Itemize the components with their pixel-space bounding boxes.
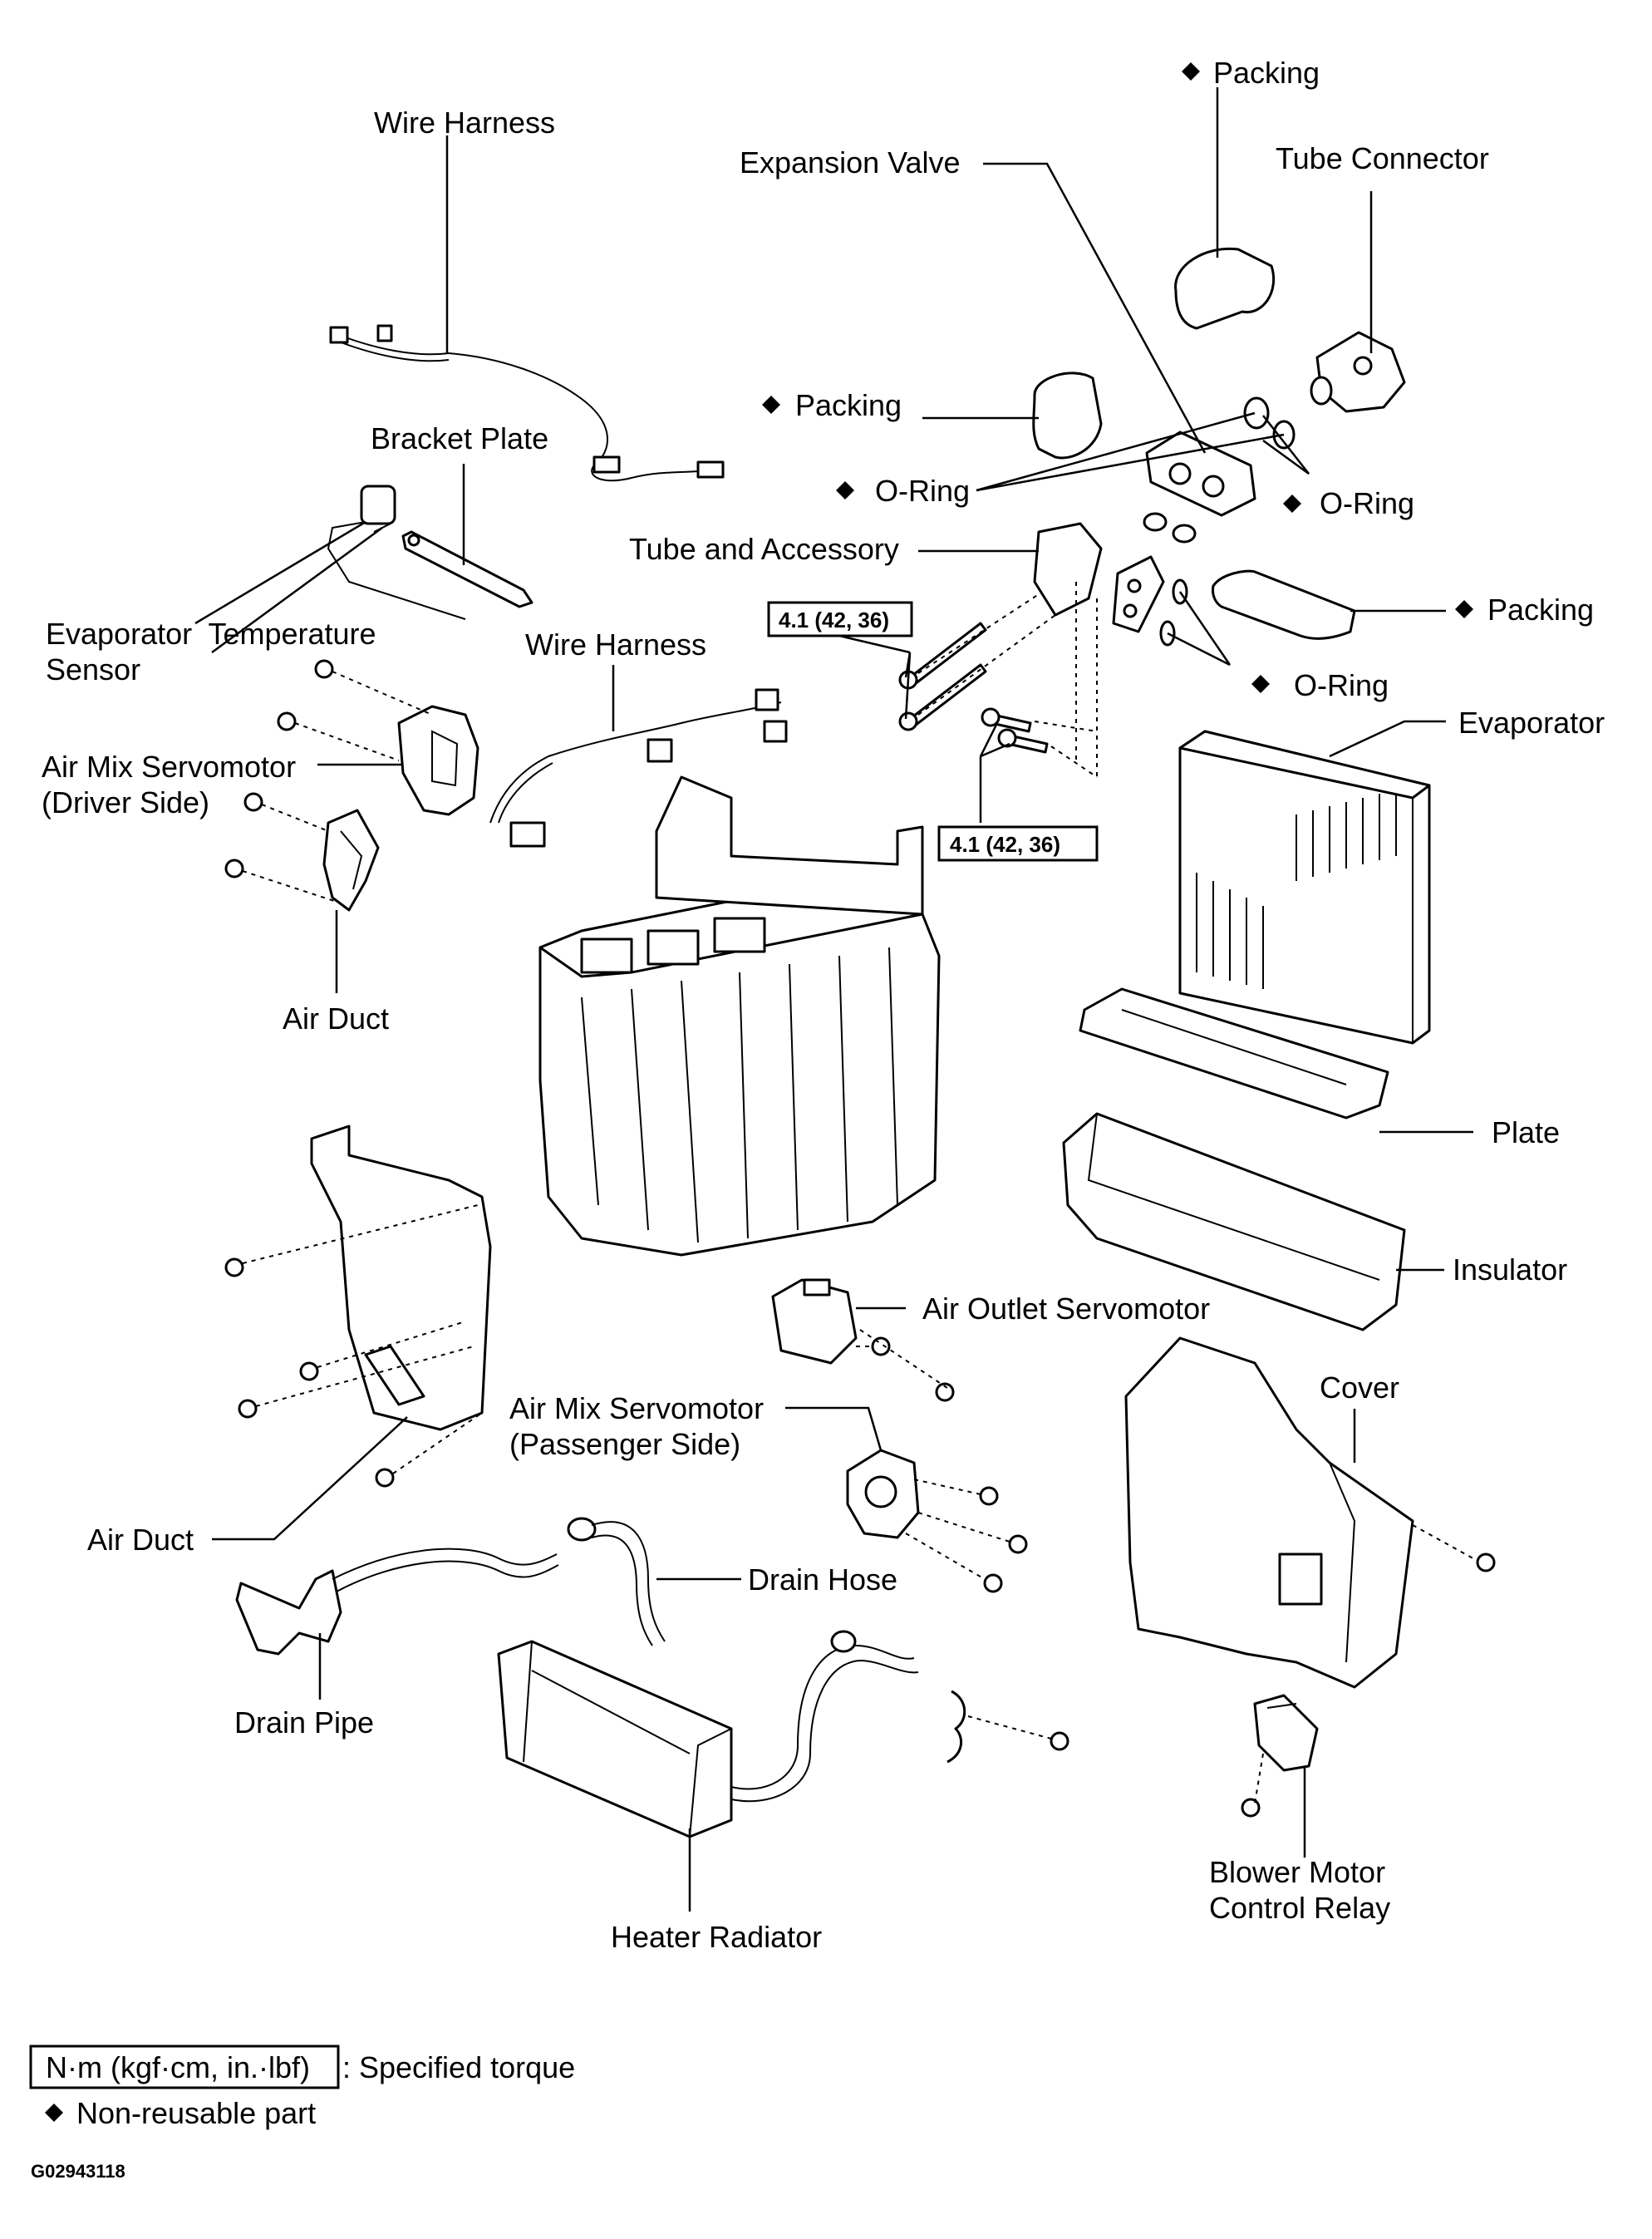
label-air-outlet-servomotor: Air Outlet Servomotor bbox=[922, 1292, 1210, 1326]
torque-box-upper bbox=[767, 601, 913, 637]
label-cover: Cover bbox=[1320, 1370, 1399, 1405]
evaporator-part bbox=[1178, 730, 1431, 1045]
air-mix-servomotor-passenger-part bbox=[846, 1449, 920, 1539]
label-plate: Plate bbox=[1492, 1115, 1560, 1149]
label-evaporator-temp-sensor-line2: Sensor bbox=[46, 652, 140, 686]
packing-right-part bbox=[1212, 569, 1356, 640]
legend: N·m (kgf·cm, in.·lbf) : Specified torque… bbox=[29, 2045, 575, 2130]
label-packing-right: Packing bbox=[1487, 593, 1594, 627]
clip-part bbox=[946, 1690, 966, 1764]
label-tube-and-accessory: Tube and Accessory bbox=[629, 532, 899, 566]
label-expansion-valve: Expansion Valve bbox=[740, 145, 961, 180]
air-duct-lower-part bbox=[310, 1124, 492, 1431]
heater-radiator-part bbox=[497, 1630, 919, 1838]
drain-hose-part bbox=[567, 1517, 666, 1646]
label-o-ring-right: O-Ring bbox=[1320, 486, 1414, 520]
air-mix-servomotor-driver-part bbox=[397, 705, 479, 816]
cover-part bbox=[1124, 1336, 1414, 1689]
legend-torque-unit: N·m (kgf·cm, in.·lbf) bbox=[46, 2050, 310, 2084]
packing-mid-part bbox=[1032, 372, 1103, 460]
label-blower-motor-control-relay-line2: Control Relay bbox=[1209, 1891, 1390, 1925]
torque-value-lower: 4.1 (42, 36) bbox=[950, 832, 1060, 857]
label-tube-connector: Tube Connector bbox=[1276, 141, 1489, 175]
label-air-mix-servomotor-driver-line1: Air Mix Servomotor bbox=[42, 750, 296, 784]
plate-part bbox=[1079, 987, 1389, 1120]
label-heater-radiator: Heater Radiator bbox=[611, 1920, 822, 1954]
legend-non-reusable-desc: Non-reusable part bbox=[76, 2096, 316, 2130]
air-duct-upper-part bbox=[322, 809, 380, 912]
wire-harness-mid-part bbox=[489, 688, 788, 848]
diamond-icon bbox=[45, 2104, 63, 2122]
tube-connector-part bbox=[1310, 331, 1406, 413]
blower-motor-control-relay-part bbox=[1253, 1694, 1319, 1772]
legend-torque-desc: : Specified torque bbox=[342, 2050, 575, 2084]
label-packing-mid: Packing bbox=[795, 388, 902, 422]
packing-top-part bbox=[1174, 247, 1276, 330]
diamond-icon bbox=[836, 481, 854, 499]
torque-box-lower bbox=[937, 825, 1099, 862]
heater-unit-case-part bbox=[538, 775, 941, 1257]
label-packing-top: Packing bbox=[1213, 56, 1320, 90]
label-drain-hose: Drain Hose bbox=[748, 1562, 897, 1597]
torque-value-upper: 4.1 (42, 36) bbox=[779, 608, 889, 632]
label-blower-motor-control-relay-line1: Blower Motor bbox=[1209, 1855, 1385, 1889]
label-bracket-plate: Bracket Plate bbox=[371, 421, 548, 455]
insulator-part bbox=[1062, 1112, 1406, 1331]
diamond-icon bbox=[1251, 675, 1270, 693]
air-outlet-servomotor-part bbox=[771, 1278, 858, 1365]
label-air-mix-servomotor-passenger-line1: Air Mix Servomotor bbox=[509, 1391, 764, 1425]
attachment-dashed-lines bbox=[242, 582, 1478, 1804]
label-air-duct-lower: Air Duct bbox=[87, 1523, 194, 1557]
label-drain-pipe: Drain Pipe bbox=[234, 1705, 374, 1740]
screws-left bbox=[224, 659, 395, 1488]
label-air-duct-upper: Air Duct bbox=[283, 1001, 389, 1036]
legend-torque-box bbox=[29, 2045, 340, 2089]
label-wire-harness-mid: Wire Harness bbox=[525, 627, 706, 662]
expansion-valve-part bbox=[1145, 431, 1256, 517]
tube-and-accessory-part bbox=[1033, 522, 1165, 633]
diamond-icon bbox=[1455, 600, 1473, 618]
bracket-plate-part bbox=[401, 530, 533, 608]
diamond-icon bbox=[1283, 495, 1301, 513]
label-air-mix-servomotor-driver-line2: (Driver Side) bbox=[42, 785, 209, 819]
wire-harness-top-part bbox=[329, 324, 725, 482]
label-insulator: Insulator bbox=[1453, 1252, 1567, 1287]
diamond-icon bbox=[1182, 62, 1200, 81]
label-evaporator-temp-sensor-line1: Evaporator Temperature bbox=[46, 617, 376, 651]
figure-code: G02943118 bbox=[31, 2161, 125, 2182]
bolts-part bbox=[898, 622, 1049, 754]
label-wire-harness-top: Wire Harness bbox=[374, 106, 555, 140]
drain-pipe-part bbox=[235, 1548, 559, 1656]
label-air-mix-servomotor-passenger-line2: (Passenger Side) bbox=[509, 1427, 740, 1461]
label-o-ring-left: O-Ring bbox=[875, 474, 970, 508]
screws-right bbox=[871, 1336, 1496, 1818]
label-evaporator: Evaporator bbox=[1458, 706, 1605, 740]
label-o-ring-lower: O-Ring bbox=[1294, 668, 1389, 702]
leader-lines bbox=[194, 87, 1473, 1912]
diamond-icon bbox=[762, 396, 780, 414]
